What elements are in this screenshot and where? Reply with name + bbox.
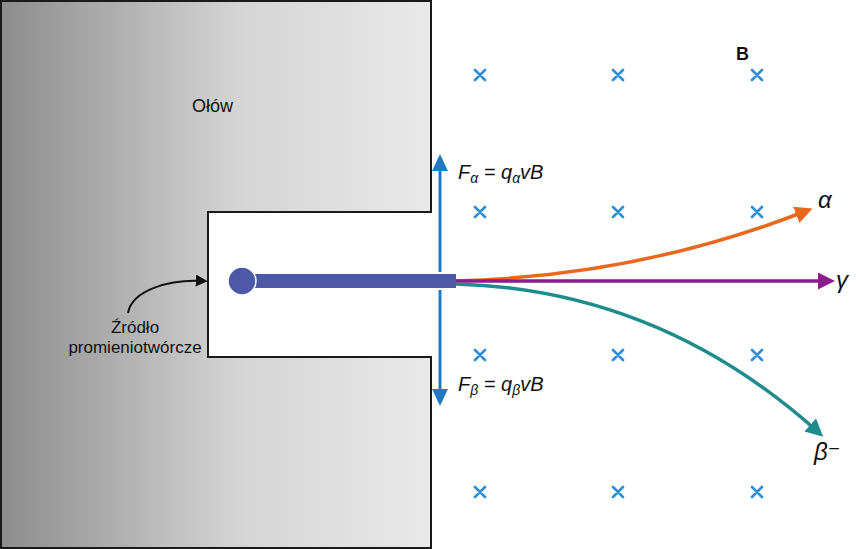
source-label: Źródło promieniotwórcze — [60, 318, 210, 359]
alpha-ray — [456, 211, 806, 281]
ray-label: α — [818, 186, 832, 215]
force-formula: Fα = qαvB — [458, 160, 543, 184]
ray-label: γ — [836, 266, 848, 295]
beta-ray — [456, 284, 818, 432]
lead-block: Ołów — [0, 0, 432, 549]
lead-shape — [0, 0, 432, 549]
radioactive-source — [228, 267, 256, 295]
force-arrows — [432, 154, 448, 406]
gamma-ray — [456, 279, 828, 283]
field-crosses — [475, 70, 762, 497]
ray-label: β⁻ — [814, 438, 840, 467]
beam-bar — [242, 274, 456, 288]
material-label: Ołów — [192, 96, 233, 117]
field-label: B — [736, 44, 749, 66]
force-formula: Fβ = qβvB — [458, 372, 543, 396]
